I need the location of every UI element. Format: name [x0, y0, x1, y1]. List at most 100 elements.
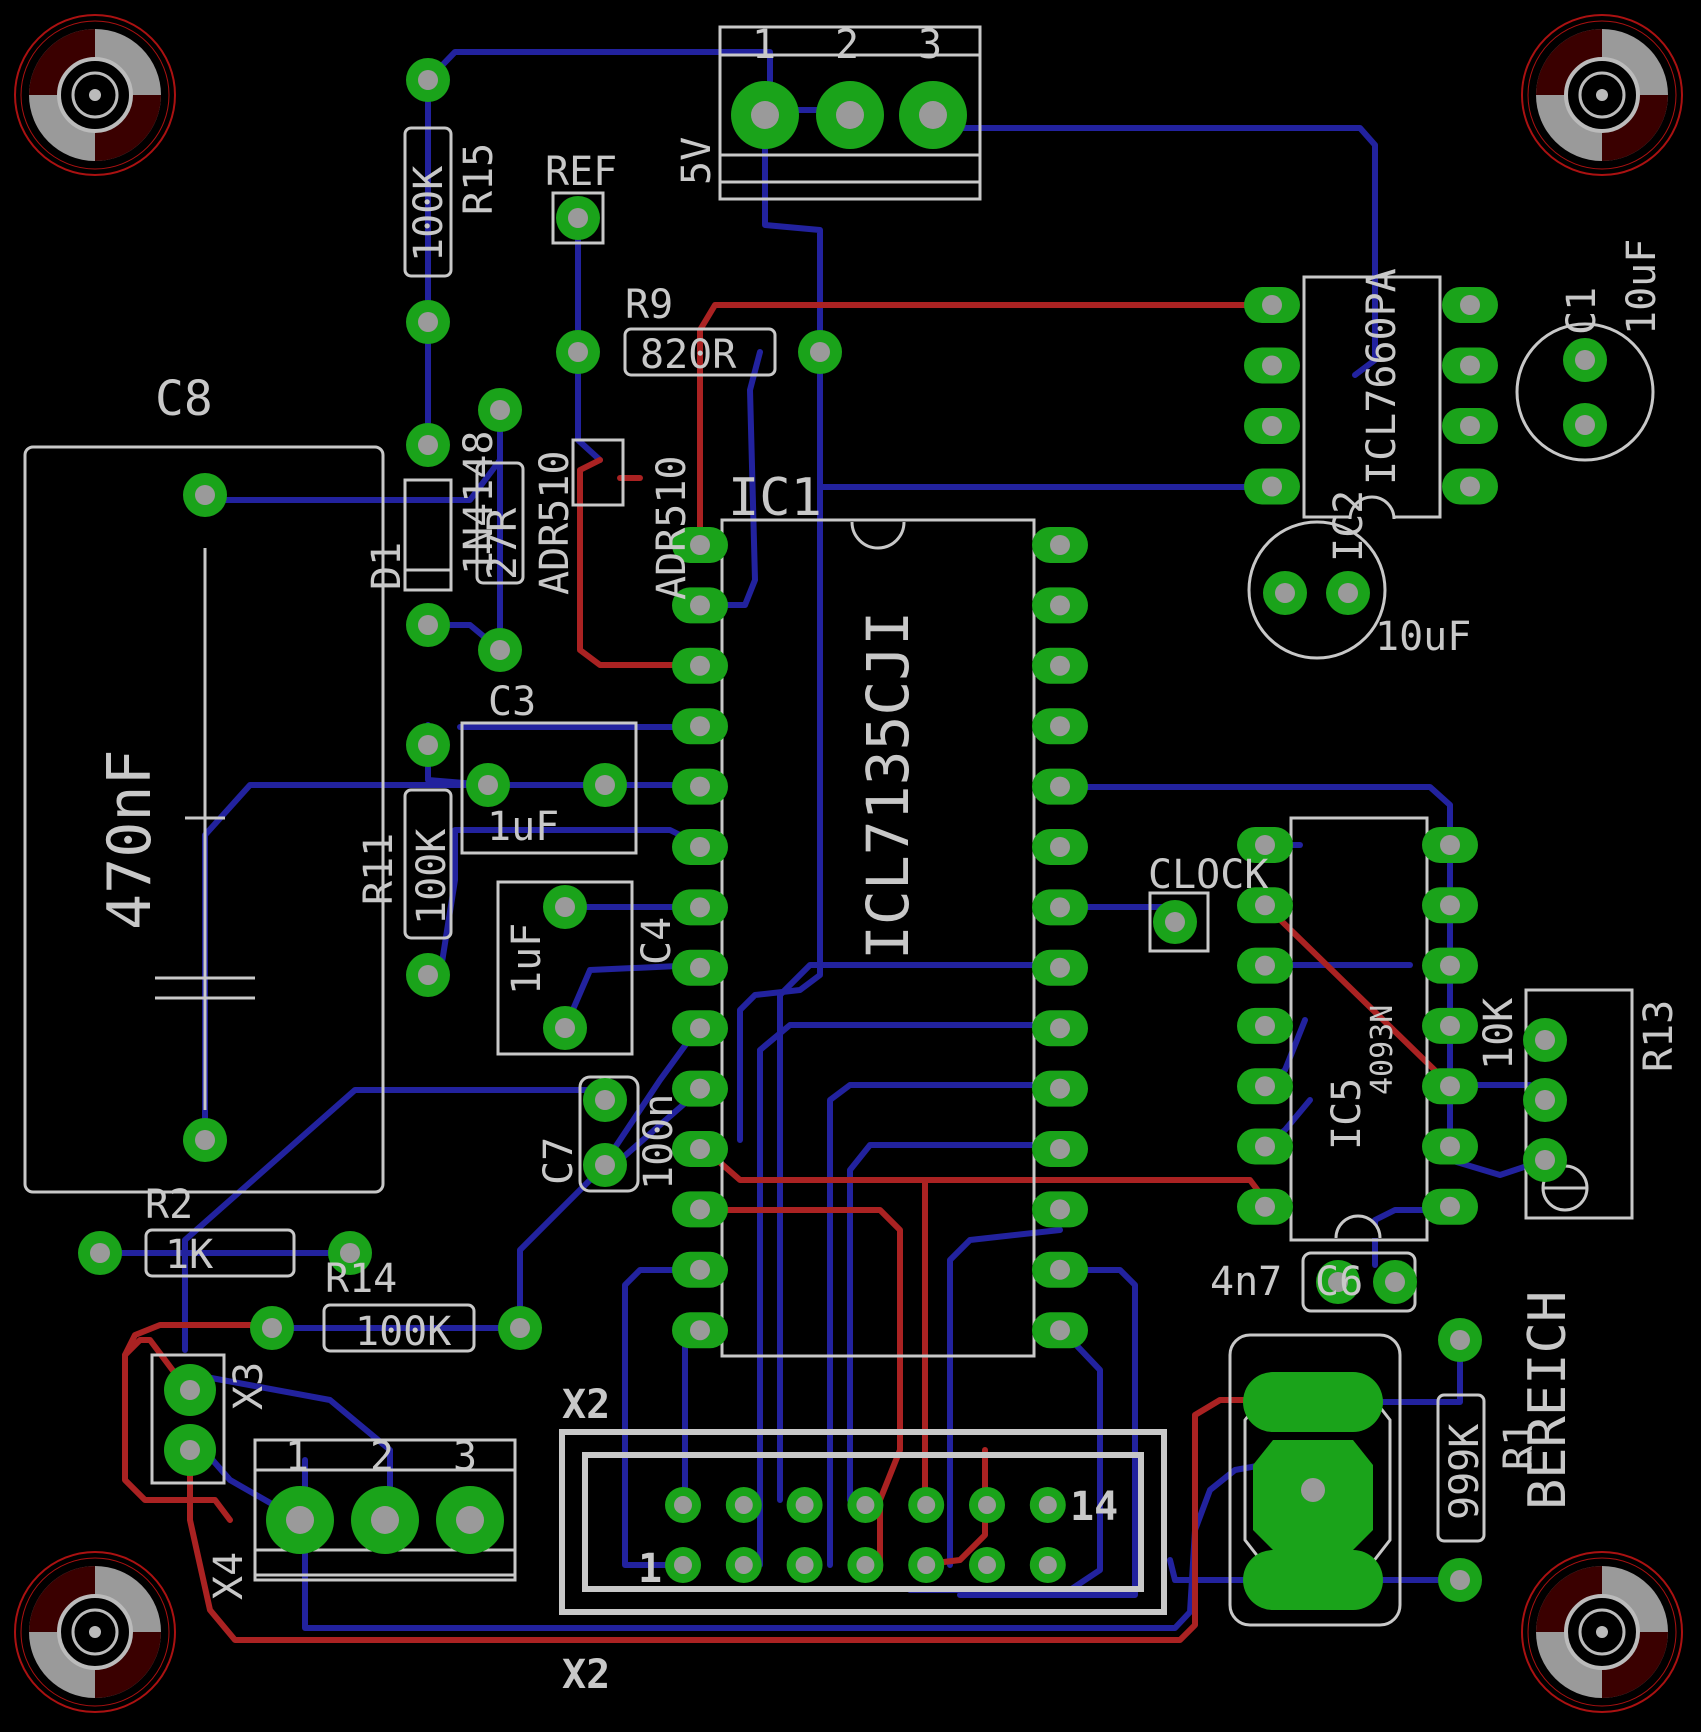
pad-drill: [917, 1556, 936, 1574]
x2-pin: [908, 1547, 945, 1583]
pad-drill: [795, 1556, 814, 1574]
ic1-pin: [1032, 1251, 1088, 1288]
pad-drill: [690, 655, 710, 676]
ic1-pin: [1032, 768, 1088, 805]
pad-drill: [917, 1496, 936, 1514]
x4-pin3-label: 3: [453, 1434, 477, 1480]
pad-drill: [690, 776, 710, 797]
ic2-pin: [1442, 287, 1498, 323]
r1-pad: [1438, 1318, 1482, 1362]
ic2-pin: [1244, 408, 1300, 444]
r1-pad: [1438, 1558, 1482, 1602]
c6-pad: [1316, 1260, 1360, 1304]
x1-terminal-pad: [731, 81, 799, 149]
ic1-pin: [1032, 1131, 1088, 1167]
ic1-pin: [1032, 527, 1088, 563]
pad-drill: [734, 1496, 753, 1514]
pad-drill: [674, 1556, 692, 1574]
pad-drill: [1460, 476, 1480, 497]
ic1-pin: [672, 1131, 728, 1167]
pad-drill: [555, 897, 575, 917]
pad-drill: [690, 716, 710, 737]
pad-drill: [690, 1078, 710, 1099]
pad-drill: [690, 1018, 710, 1039]
pad-drill: [568, 342, 588, 362]
ref-pad: [556, 196, 600, 240]
pad-drill: [1050, 837, 1070, 857]
r14-label: R14: [325, 1256, 397, 1302]
pad-drill: [1255, 1076, 1275, 1097]
c6-pad: [1373, 1260, 1417, 1304]
ic1-pin: [672, 1312, 728, 1349]
c3-value: 1uF: [487, 804, 559, 850]
ic1-pin: [672, 768, 728, 805]
pad-drill: [568, 208, 588, 228]
c8-value: 470nF: [95, 749, 165, 930]
c8-label: C8: [155, 371, 213, 427]
ic1-pin: [672, 949, 728, 986]
pad-drill: [690, 837, 710, 857]
c4-label: C4: [634, 917, 680, 965]
x2-pin14-label: 14: [1070, 1484, 1118, 1530]
pad-drill: [371, 1506, 399, 1534]
ic1-pin: [672, 1010, 728, 1047]
mounting-hole: [14, 14, 176, 176]
d1-pad: [406, 423, 450, 467]
r11-value: 100K: [409, 829, 455, 925]
silkscreen-text: C8 470nF R15 100K REF 5V 1 2 3 R9 820R I…: [95, 22, 1682, 1698]
mount-outline-inner: [1527, 20, 1677, 170]
pad-drill: [1385, 1272, 1405, 1292]
ic1-value: ICL7135CJI: [854, 611, 922, 960]
ic1-pin: [672, 647, 728, 684]
r14-pad: [498, 1306, 542, 1350]
ic5-pin: [1237, 827, 1293, 863]
pad-drill: [1460, 416, 1480, 436]
mount-center: [1596, 1626, 1608, 1638]
ic5-pin: [1237, 947, 1293, 984]
x2-pin1-label: 1: [638, 1546, 662, 1592]
pad-drill: [1460, 355, 1480, 376]
pad-drill: [1338, 583, 1358, 603]
ic1-pin: [672, 1070, 728, 1107]
r9-label: R9: [625, 282, 673, 328]
ic5-pin: [1237, 1068, 1293, 1105]
switch-center-pad: [1253, 1440, 1373, 1550]
mount-center: [1596, 89, 1608, 101]
pad-drill: [978, 1556, 996, 1574]
pad-drill: [751, 101, 779, 129]
x4-terminal-pad: [436, 1486, 504, 1554]
pad-drill: [418, 615, 438, 635]
pad-drill: [340, 1243, 360, 1263]
r15-pad: [406, 58, 450, 102]
r13-label: R13: [1636, 1000, 1682, 1072]
ic2-pin: [1244, 347, 1300, 384]
ic1-pin: [1032, 708, 1088, 745]
pad-drill: [690, 1199, 710, 1220]
ic5-pin: [1237, 1188, 1293, 1225]
pad-drill: [595, 1090, 615, 1110]
ic1-pin: [672, 1251, 728, 1288]
r11-pad: [406, 723, 450, 767]
c3-pad: [466, 763, 510, 807]
mounting-hole: [1521, 14, 1683, 176]
pad-drill: [418, 70, 438, 90]
pad-drill: [456, 1506, 484, 1534]
x4-pin2-label: 2: [370, 1434, 394, 1480]
ic1-pin: [672, 1191, 728, 1228]
ic5-pin: [1237, 1128, 1293, 1165]
r9-pad: [556, 330, 600, 374]
ic2-pin: [1244, 468, 1300, 505]
pad-drill: [90, 1243, 110, 1263]
r2-pad: [328, 1231, 372, 1275]
pad-drill: [490, 400, 510, 420]
pad-drill: [1050, 1018, 1070, 1039]
pad-drill: [690, 897, 710, 918]
x2-pin: [725, 1487, 762, 1523]
c3-label: C3: [488, 679, 536, 725]
pad-drill: [1050, 897, 1070, 918]
pad-drill: [690, 595, 710, 616]
pad-drill: [595, 775, 615, 795]
pad-drill: [418, 312, 438, 332]
